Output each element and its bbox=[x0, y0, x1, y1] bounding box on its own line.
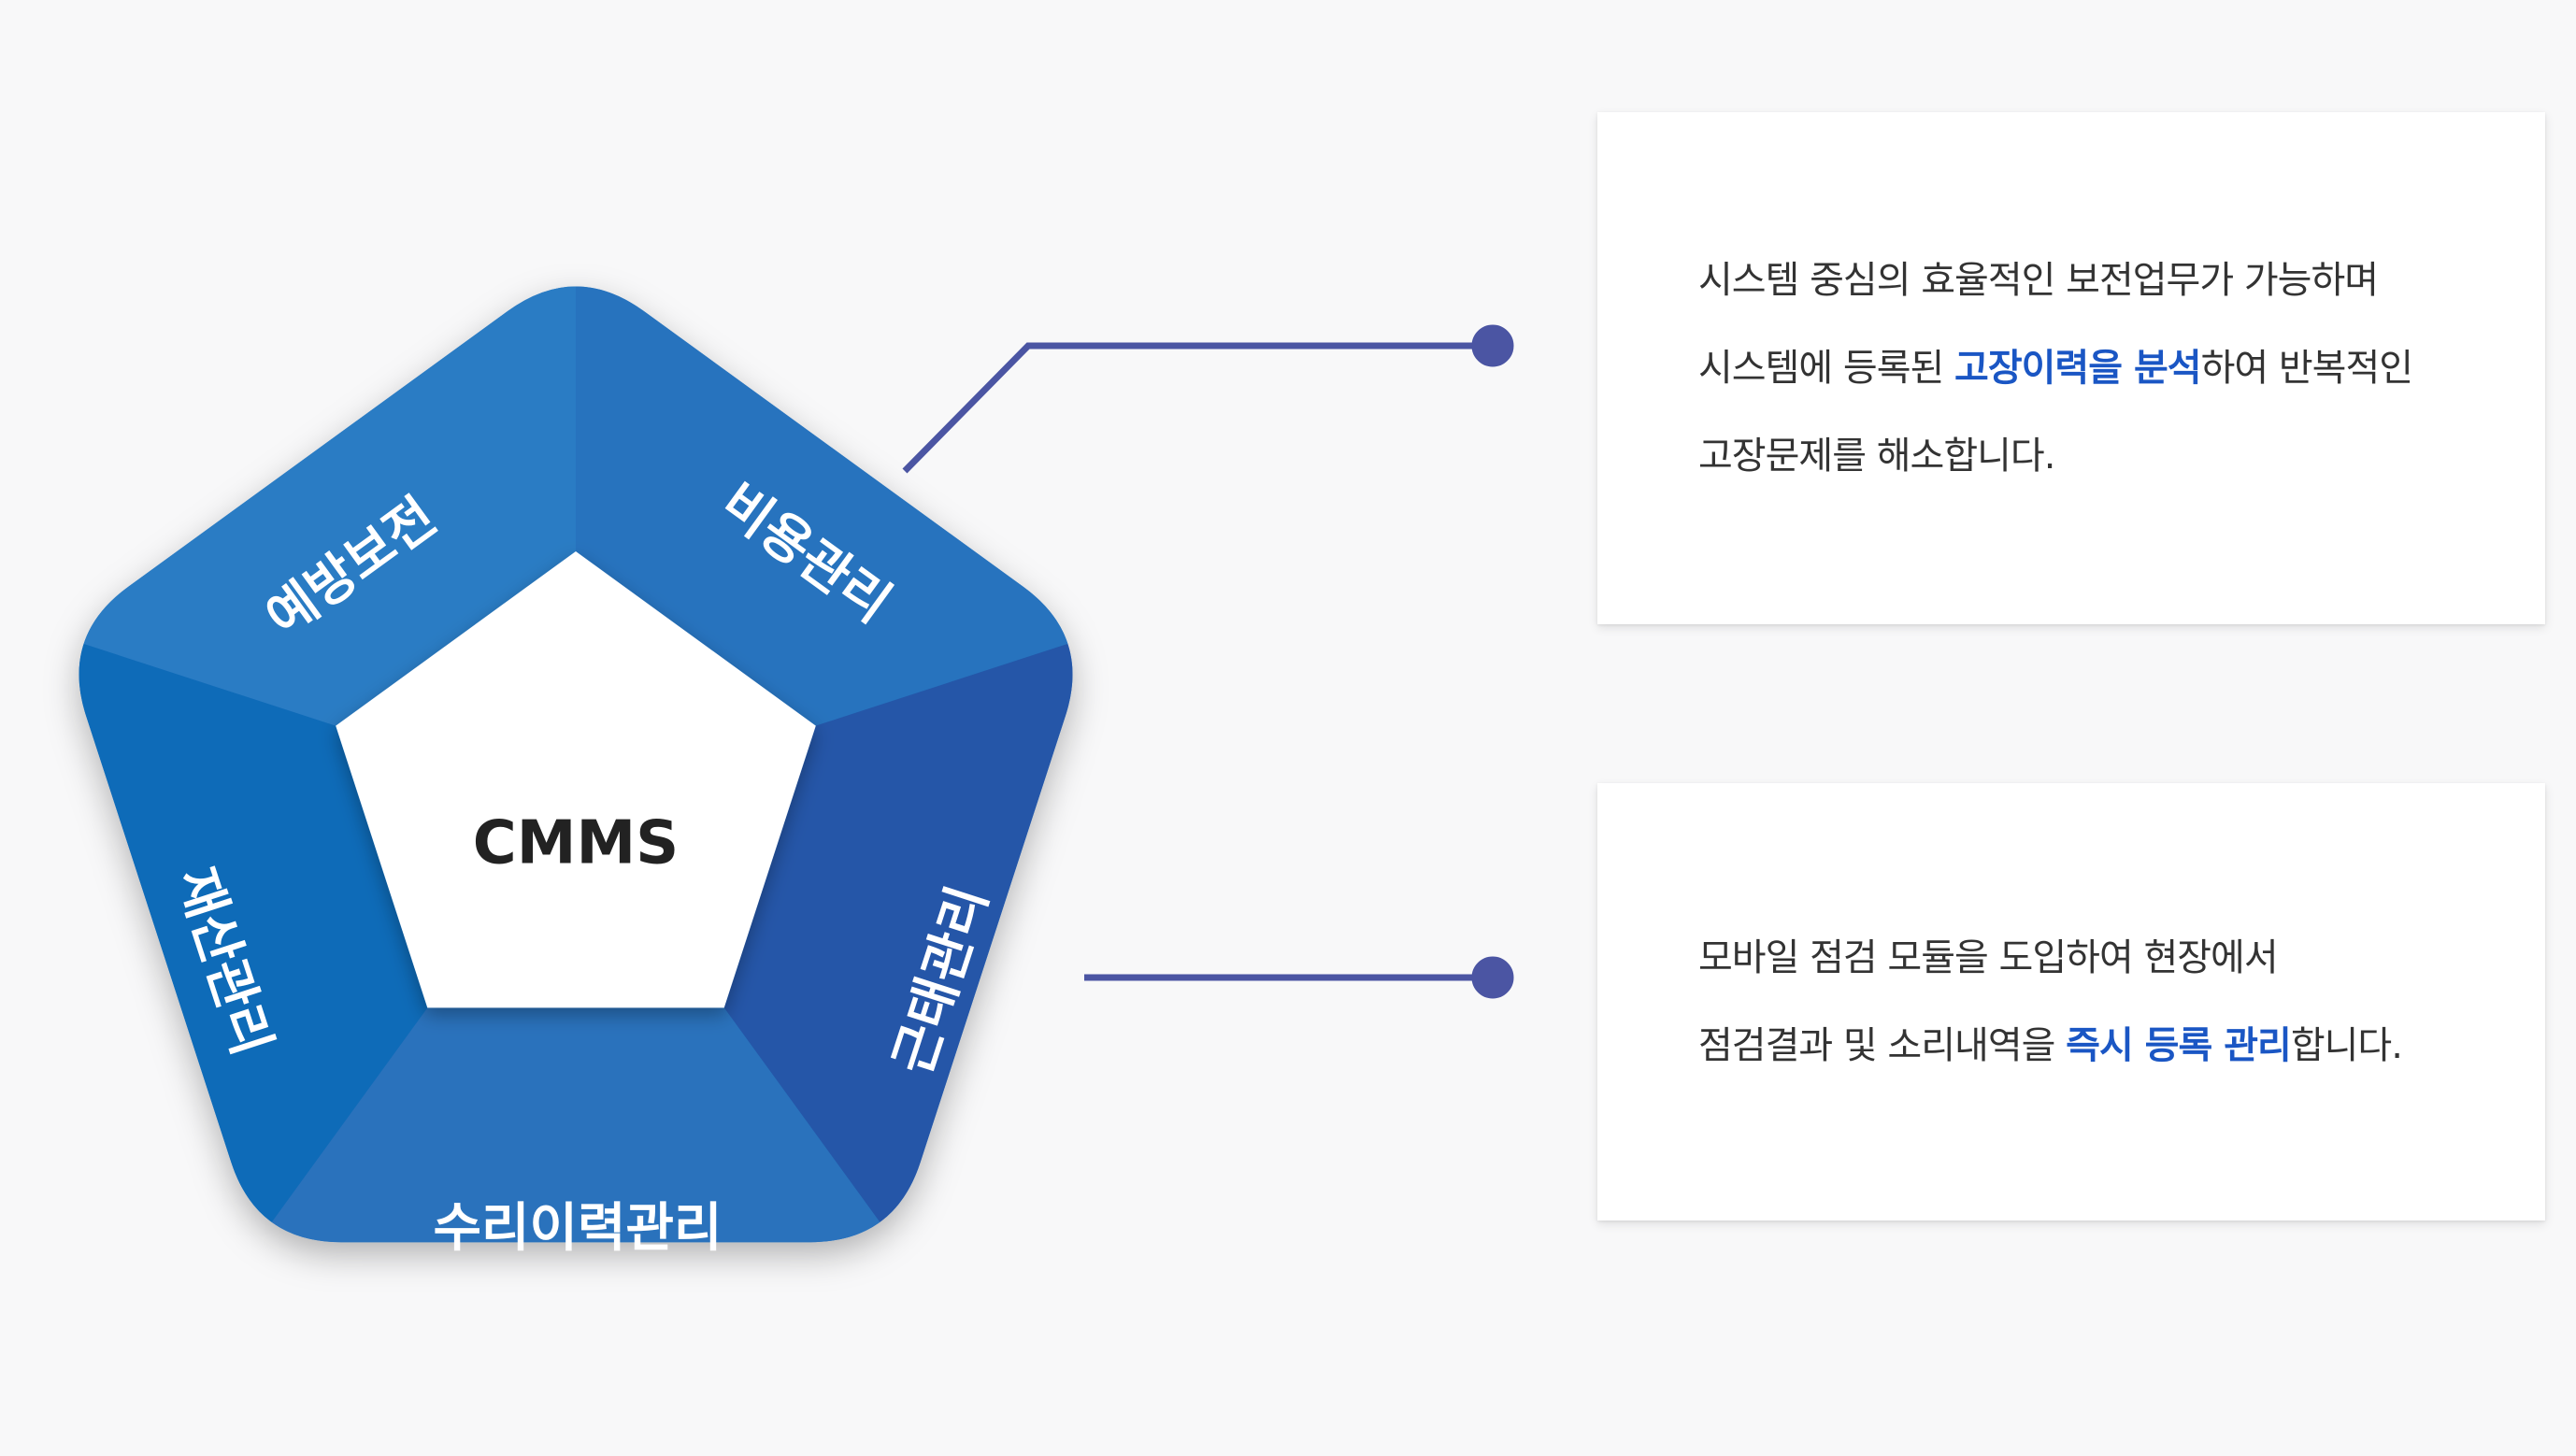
pentagon-ring bbox=[0, 286, 1195, 1330]
pentagon-center bbox=[336, 551, 816, 1008]
card-text-line: 고장문제를 해소합니다. bbox=[1698, 412, 2545, 500]
card-text: 하여 반복적인 bbox=[2200, 347, 2414, 390]
highlighted-text: 즉시 등록 관리 bbox=[2066, 1024, 2292, 1067]
card-text-line: 시스템에 등록된 고장이력을 분석하여 반복적인 bbox=[1698, 324, 2545, 412]
card-text-line: 점검결과 및 소리내역을 즉시 등록 관리합니다. bbox=[1698, 1002, 2545, 1090]
connector-lines bbox=[902, 324, 1514, 999]
highlighted-text: 고장이력을 분석 bbox=[1954, 347, 2202, 390]
card-text: 합니다. bbox=[2290, 1024, 2403, 1067]
card-text-line: 시스템 중심의 효율적인 보전업무가 가능하며 bbox=[1698, 236, 2545, 324]
card-text: 시스템에 등록된 bbox=[1698, 347, 1955, 390]
card-text: 시스템 중심의 효율적인 보전업무가 가능하며 bbox=[1698, 259, 2379, 302]
segment-asset-management[interactable] bbox=[0, 602, 428, 1330]
card-text: 점검결과 및 소리내역을 bbox=[1698, 1024, 2067, 1067]
connector-dot-top bbox=[1471, 324, 1514, 367]
segment-label-repair-history: 수리이력관리 bbox=[433, 1198, 722, 1259]
connector-line-top bbox=[902, 342, 1493, 474]
card-text: 고장문제를 해소합니다. bbox=[1698, 435, 2055, 478]
center-label-cmms: CMMS bbox=[473, 809, 679, 878]
segment-attendance-management[interactable] bbox=[723, 602, 1195, 1330]
card-text: 모바일 점검 모듈을 도입하여 현장에서 bbox=[1698, 936, 2279, 979]
connector-dot-bottom bbox=[1471, 956, 1514, 999]
segment-repair-history-management[interactable] bbox=[193, 1007, 959, 1330]
card-text-line: 모바일 점검 모듈을 도입하여 현장에서 bbox=[1698, 914, 2545, 1002]
